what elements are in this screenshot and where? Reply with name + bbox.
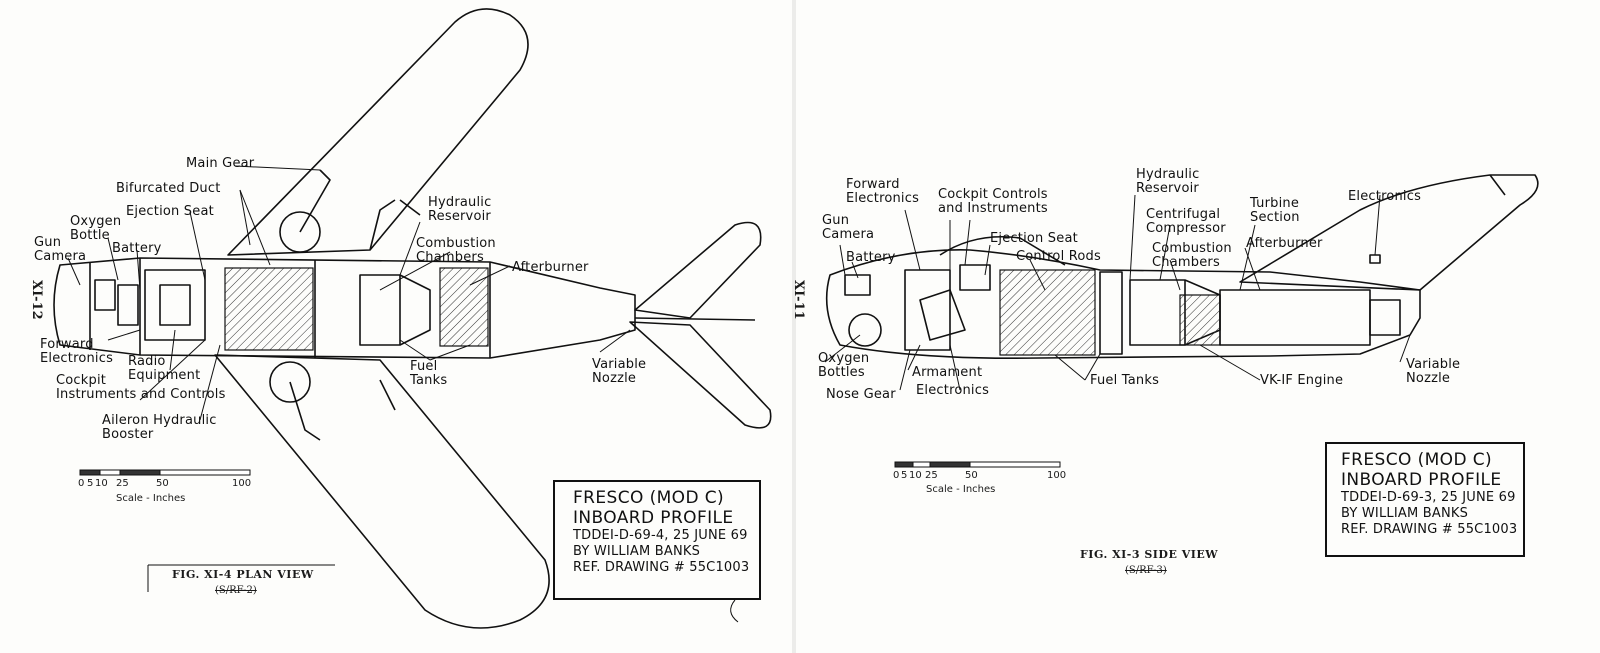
- label-aileron-booster: Aileron Hydraulic Booster: [102, 413, 217, 442]
- side-label-cockpit-controls: Cockpit Controls and Instruments: [938, 187, 1048, 216]
- label-oxygen-bottle: Oxygen Bottle: [70, 214, 122, 243]
- side-label-electronics-bottom: Electronics: [916, 383, 990, 398]
- side-label-gun-camera: Gun Camera: [822, 213, 875, 242]
- plan-title-line5: REF. DRAWING # 55C1003: [573, 560, 750, 575]
- lower-wing: [214, 354, 550, 629]
- side-title-line4: BY WILLIAM BANKS: [1341, 506, 1469, 521]
- plan-title-line3: TDDEI-D-69-4, 25 JUNE 69: [573, 528, 748, 543]
- side-fuselage: [825, 249, 1421, 360]
- side-figure-caption: FIG. XI-3 SIDE VIEW: [1080, 548, 1219, 561]
- side-label-combustion-chambers: Combustion Chambers: [1152, 241, 1232, 270]
- side-view-drawing: [824, 174, 1539, 468]
- side-fuel-tank-rear: [1179, 294, 1221, 346]
- side-label-fuel-tanks: Fuel Tanks: [1090, 373, 1160, 388]
- label-bifurcated-duct: Bifurcated Duct: [116, 181, 221, 196]
- vertical-fin: [1239, 174, 1539, 291]
- side-title-line3: TDDEI-D-69-3, 25 JUNE 69: [1341, 490, 1516, 505]
- panel-divider: [792, 0, 796, 653]
- side-scale-bar: [894, 461, 1061, 468]
- side-label-armament: Armament: [912, 365, 983, 380]
- upper-stabilizer: [634, 221, 762, 319]
- side-label-ejection-seat: Ejection Seat: [990, 231, 1078, 246]
- label-afterburner: Afterburner: [512, 260, 589, 275]
- side-scale-tick-100: 100: [1047, 470, 1067, 481]
- label-combustion-chambers: Combustion Chambers: [416, 236, 496, 265]
- plan-scale-tick-0: 0: [78, 478, 85, 489]
- plan-struck-ref: (S/RF-2): [215, 585, 257, 596]
- side-struck-ref: (S/RF-3): [1125, 565, 1167, 576]
- plan-view-drawing: [53, 8, 772, 629]
- upper-wing: [227, 8, 529, 256]
- label-main-gear: Main Gear: [186, 156, 255, 171]
- side-scale-caption: Scale - Inches: [926, 484, 996, 495]
- side-label-turbine-section: Turbine Section: [1250, 196, 1300, 225]
- side-label-control-rods: Control Rods: [1016, 249, 1101, 264]
- lower-stabilizer: [629, 321, 772, 429]
- label-gun-camera: Gun Camera: [34, 235, 87, 264]
- plan-figure-caption: FIG. XI-4 PLAN VIEW: [172, 568, 314, 581]
- main-gear-wheel-lower: [269, 361, 311, 403]
- side-label-afterburner: Afterburner: [1246, 236, 1323, 251]
- side-label-nose-gear: Nose Gear: [826, 387, 896, 402]
- side-label-vk-engine: VK-IF Engine: [1260, 373, 1344, 388]
- plan-scale-tick-100: 100: [232, 478, 252, 489]
- side-label-centrifugal-compressor: Centrifugal Compressor: [1146, 207, 1226, 236]
- label-variable-nozzle: Variable Nozzle: [592, 357, 647, 386]
- side-view-panel: XI-11 Forward Electronics Cockpit Contro…: [791, 0, 1600, 653]
- side-fuel-tank-forward: [999, 269, 1096, 356]
- label-hydraulic-reservoir: Hydraulic Reservoir: [428, 195, 492, 224]
- side-title-line2: INBOARD PROFILE: [1341, 470, 1502, 490]
- label-radio-equipment: Radio Equipment: [128, 354, 201, 383]
- side-scale-tick-5: 5: [901, 470, 908, 481]
- side-label-variable-nozzle: Variable Nozzle: [1406, 357, 1461, 386]
- side-title-block: FRESCO (MOD C) INBOARD PROFILE TDDEI-D-6…: [1325, 442, 1525, 557]
- plan-scale-tick-10: 10: [95, 478, 108, 489]
- plan-scale-bar: [79, 469, 251, 476]
- fuselage: [53, 257, 636, 359]
- label-forward-electronics: Forward Electronics: [40, 337, 114, 366]
- side-scale-tick-10: 10: [909, 470, 922, 481]
- plan-title-line4: BY WILLIAM BANKS: [573, 544, 701, 559]
- nose-gear-wheel: [848, 313, 882, 347]
- side-label-battery: Battery: [846, 250, 896, 265]
- label-battery: Battery: [112, 241, 162, 256]
- plan-title-block: FRESCO (MOD C) INBOARD PROFILE TDDEI-D-6…: [553, 480, 761, 600]
- side-side-code: XI-11: [791, 280, 806, 320]
- plan-side-code: XI-12: [29, 280, 44, 320]
- side-label-oxygen-bottles: Oxygen Bottles: [818, 351, 870, 380]
- fuel-tank-forward: [224, 267, 314, 351]
- plan-title-line2: INBOARD PROFILE: [573, 508, 734, 528]
- main-gear-wheel-upper: [279, 211, 321, 253]
- side-title-line1: FRESCO (MOD C): [1341, 450, 1493, 470]
- plan-scale-tick-50: 50: [156, 478, 169, 489]
- side-title-line5: REF. DRAWING # 55C1003: [1341, 522, 1518, 537]
- label-cockpit-instruments: Cockpit Instruments and Controls: [56, 373, 226, 402]
- side-scale-tick-50: 50: [965, 470, 978, 481]
- side-label-electronics-top: Electronics: [1348, 189, 1422, 204]
- plan-view-panel: XI-12 Main Gear Bifurcated Duct Ejection…: [0, 0, 790, 653]
- fuel-tank-rear: [439, 267, 489, 347]
- label-fuel-tanks: Fuel Tanks: [410, 359, 448, 388]
- side-scale-tick-25: 25: [925, 470, 938, 481]
- plan-scale-tick-5: 5: [87, 478, 94, 489]
- side-label-forward-electronics: Forward Electronics: [846, 177, 920, 206]
- plan-title-line1: FRESCO (MOD C): [573, 488, 725, 508]
- side-label-hydraulic-reservoir: Hydraulic Reservoir: [1136, 167, 1200, 196]
- side-scale-tick-0: 0: [893, 470, 900, 481]
- canopy: [939, 235, 1066, 266]
- plan-scale-tick-25: 25: [116, 478, 129, 489]
- label-ejection-seat: Ejection Seat: [126, 204, 214, 219]
- plan-scale-caption: Scale - Inches: [116, 493, 186, 504]
